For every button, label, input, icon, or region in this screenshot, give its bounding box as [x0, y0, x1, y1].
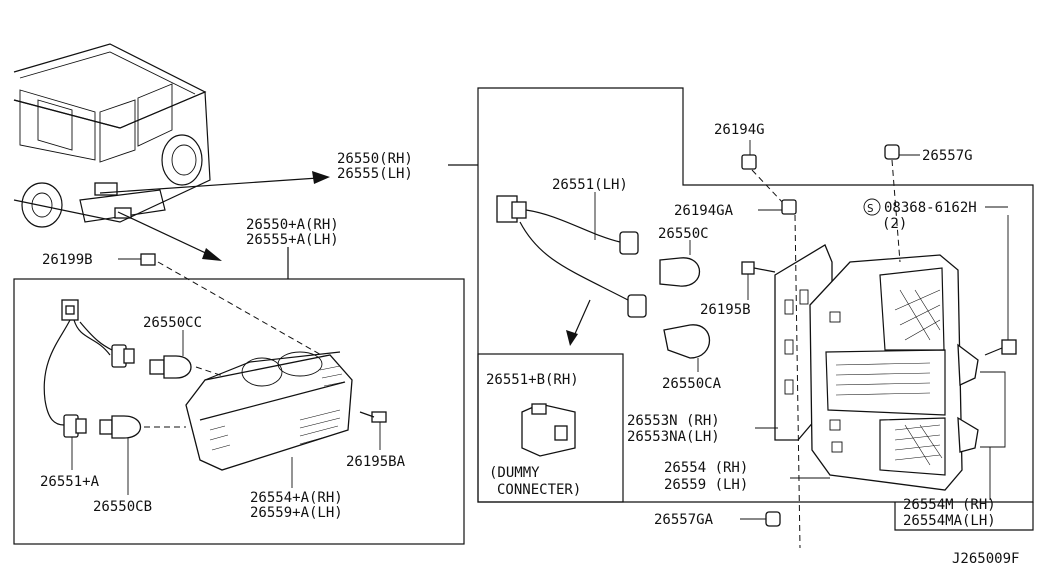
label-26551-lh: 26551(LH)	[552, 177, 628, 193]
bulb-26550ca	[663, 324, 711, 372]
label-26550cb: 26550CB	[93, 499, 152, 515]
label-26550a-rh: 26550+A(RH)	[246, 217, 339, 233]
rear-lamp-26554	[790, 254, 979, 491]
label-dummy-1: (DUMMY	[489, 465, 540, 481]
harness-26551a	[43, 299, 135, 470]
label-26199b: 26199B	[42, 252, 93, 268]
diagram-id: J265009F	[952, 551, 1019, 567]
label-26559-lh: 26559 (LH)	[664, 477, 748, 493]
screw-26195b	[741, 261, 776, 300]
label-26551a: 26551+A	[40, 474, 100, 490]
right-assembly-box	[448, 87, 1034, 549]
harness-26551	[496, 192, 647, 346]
label-26554ma-lh: 26554MA(LH)	[903, 513, 996, 529]
clip-26199b	[140, 253, 156, 266]
screw-26195ba	[359, 411, 387, 450]
bulb-26550cb	[99, 415, 186, 495]
label-26555-lh: 26555(LH)	[337, 166, 413, 182]
label-26554a-rh: 26554+A(RH)	[250, 490, 343, 506]
label-26551b-rh: 26551+B(RH)	[486, 372, 579, 388]
label-26554m-rh: 26554M (RH)	[903, 497, 996, 513]
dummy-connector-box	[477, 353, 624, 503]
label-08368-symbol: S	[867, 202, 874, 215]
label-26194g: 26194G	[714, 122, 765, 138]
part-labels: 26550(RH) 26555(LH) 26550+A(RH) 26555+A(…	[40, 122, 1019, 567]
label-dummy-2: CONNECTER)	[497, 482, 581, 498]
label-26550cc: 26550CC	[143, 315, 202, 331]
bulb-26550c	[659, 240, 701, 287]
bulb-26550cc	[149, 330, 236, 381]
label-08368-qty: (2)	[882, 216, 907, 232]
label-26555a-lh: 26555+A(LH)	[246, 232, 339, 248]
label-26553n-rh: 26553N (RH)	[627, 413, 720, 429]
left-assembly-box	[13, 247, 465, 545]
clip-26194g	[741, 140, 786, 206]
label-26559a-lh: 26559+A(LH)	[250, 505, 343, 521]
clip-26557g	[884, 144, 920, 263]
clip-26194ga	[758, 199, 801, 549]
lamp-26554a	[185, 351, 353, 488]
label-26554-rh: 26554 (RH)	[664, 460, 748, 476]
vehicle-illustration	[13, 43, 330, 261]
dummy-connector-26551b	[521, 403, 576, 457]
label-08368: 08368-6162H	[884, 200, 977, 216]
label-26195ba: 26195BA	[346, 454, 406, 470]
label-26550-rh: 26550(RH)	[337, 151, 413, 167]
label-26195b: 26195B	[700, 302, 751, 318]
label-26550c: 26550C	[658, 226, 709, 242]
label-26194ga: 26194GA	[674, 203, 734, 219]
label-26557g: 26557G	[922, 148, 973, 164]
label-26557ga: 26557GA	[654, 512, 714, 528]
lens-26554m	[980, 371, 1006, 500]
label-26553na-lh: 26553NA(LH)	[627, 429, 720, 445]
screw-08368	[863, 198, 1017, 356]
clip-26557ga	[740, 511, 781, 527]
label-26550ca: 26550CA	[662, 376, 722, 392]
